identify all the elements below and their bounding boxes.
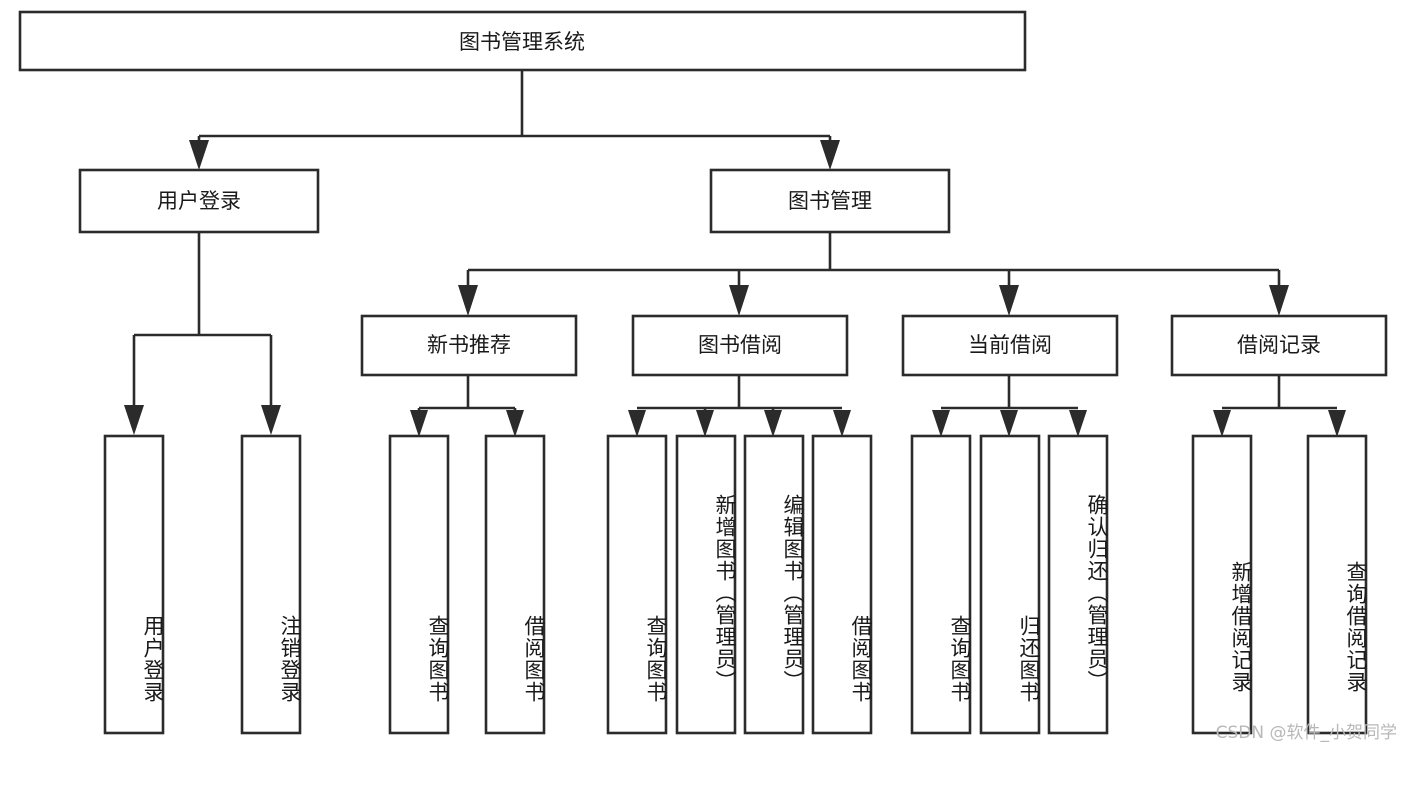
label-borrow-record: 借阅记录 [1237,333,1321,357]
arrow-head-user-login-leaf [124,405,144,435]
label-new-book-recommend: 新书推荐 [427,333,511,357]
node-leaf-bb-borrow-book[interactable] [811,434,873,735]
node-current-borrow[interactable] [901,314,1119,377]
node-leaf-logout[interactable] [240,434,302,735]
arrow-head-currentborrow-leaf-3 [1069,410,1087,437]
node-leaf-user-login[interactable] [103,434,165,735]
label-book-management: 图书管理 [788,189,872,213]
node-box-group [18,10,1388,735]
node-leaf-bb-edit-book[interactable] [743,434,805,735]
arrow-head-bookborrow [729,285,749,316]
node-leaf-cb-confirm-return[interactable] [1047,434,1109,735]
node-leaf-newbook-query-book[interactable] [388,434,450,735]
label-user-login: 用户登录 [157,189,241,213]
arrow-head-bookborrow-leaf-3 [764,410,782,437]
node-root[interactable] [18,10,1027,72]
arrow-head-newbook-leaf-2 [506,410,524,437]
label-book-borrow: 图书借阅 [698,333,782,357]
node-user-login[interactable] [78,168,320,234]
arrow-head-newbook [458,285,478,316]
node-new-book-recommend[interactable] [360,314,578,377]
arrow-head-bookborrow-leaf-1 [628,410,646,437]
node-leaf-br-add-record[interactable] [1191,434,1253,735]
arrow-head-bookborrow-leaf-4 [833,410,851,437]
node-label-group: 图书管理系统 用户登录 图书管理 新书推荐 图书借阅 当前借阅 借阅记录 [157,30,1321,357]
node-book-borrow[interactable] [631,314,849,377]
flowchart-svg: 图书管理系统 用户登录 图书管理 新书推荐 图书借阅 当前借阅 借阅记录 [18,10,1388,735]
label-root: 图书管理系统 [459,30,585,54]
node-borrow-record[interactable] [1170,314,1388,377]
node-leaf-newbook-borrow-book[interactable] [484,434,546,735]
csdn-watermark: CSDN @软件_小贺同学 [1215,723,1397,743]
arrow-head-bookmgmt [820,140,840,170]
node-leaf-br-query-record[interactable] [1306,434,1368,735]
arrow-head-currentborrow-leaf-2 [1000,410,1018,437]
arrow-head-currentborrow-leaf-1 [932,410,950,437]
arrow-head-borrowrecord-leaf-2 [1328,410,1346,437]
arrow-head-userlogin [189,140,209,170]
node-book-management[interactable] [709,168,951,234]
node-leaf-bb-query-book[interactable] [606,434,668,735]
arrow-head-logout-leaf [261,405,281,435]
label-current-borrow: 当前借阅 [968,333,1052,357]
node-leaf-cb-query-book[interactable] [910,434,972,735]
node-leaf-bb-add-book[interactable] [675,434,737,735]
arrow-head-newbook-leaf-1 [410,410,428,437]
connector-group [124,70,1346,437]
arrow-head-borrowrecord [1269,285,1289,316]
flowchart-canvas: 图书管理系统 用户登录 图书管理 新书推荐 图书借阅 当前借阅 借阅记录 用户登… [18,10,1397,743]
arrow-head-borrowrecord-leaf-1 [1213,410,1231,437]
node-leaf-cb-return-book[interactable] [979,434,1041,735]
arrow-head-currentborrow [999,285,1019,316]
arrow-head-bookborrow-leaf-2 [696,410,714,437]
